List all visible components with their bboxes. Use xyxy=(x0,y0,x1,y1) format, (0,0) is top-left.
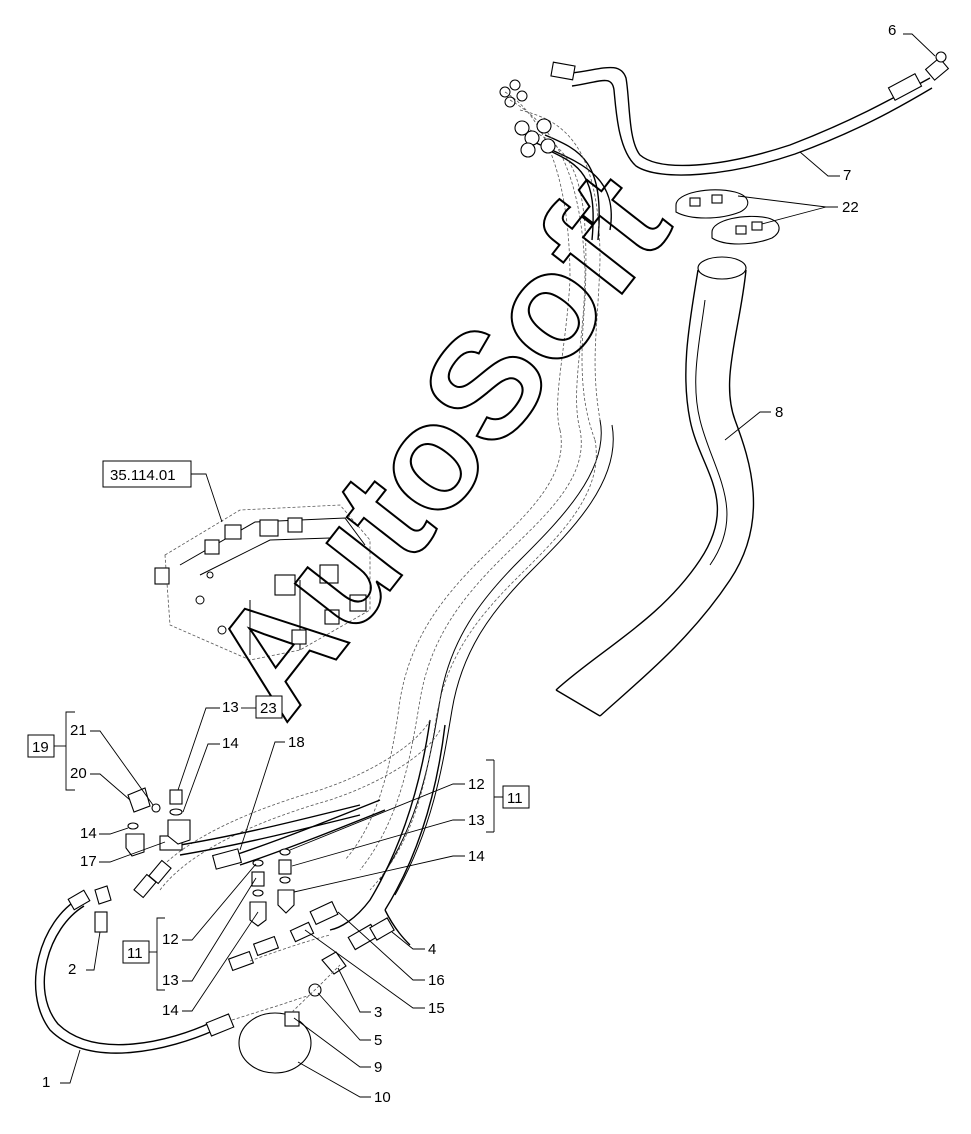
fitting-15-16 xyxy=(289,900,395,951)
ref-box-11-left: 11 xyxy=(122,917,165,991)
callout-21: 21 xyxy=(70,722,87,739)
callout-14-right: 14 xyxy=(468,848,485,865)
watermark-text: AutoSoft xyxy=(178,142,700,744)
control-valve-block xyxy=(154,504,371,661)
callout-14-left: 14 xyxy=(162,1002,179,1019)
callout-5: 5 xyxy=(374,1032,382,1049)
callout-17: 17 xyxy=(80,853,97,870)
callout-13-right: 13 xyxy=(468,812,485,829)
callout-15: 15 xyxy=(428,1000,445,1017)
ref-box-23-label: 23 xyxy=(260,700,277,717)
callout-1: 1 xyxy=(42,1074,50,1091)
fitting-stack-left xyxy=(249,859,267,927)
ref-box-11-right: 11 xyxy=(486,759,530,833)
ref-box-11-left-label: 11 xyxy=(127,945,143,962)
fitting-20-21 xyxy=(125,787,161,857)
callout-14-top: 14 xyxy=(222,735,239,752)
ref-box-35-114-01: 35.114.01 xyxy=(102,460,223,523)
callout-10: 10 xyxy=(374,1089,391,1106)
ref-box-11-right-label: 11 xyxy=(507,790,523,807)
callout-4: 4 xyxy=(428,941,436,958)
ref-box-35-114-01-label: 35.114.01 xyxy=(110,467,176,484)
main-hose-bundle xyxy=(329,419,614,946)
callout-12-right: 12 xyxy=(468,776,485,793)
callout-18: 18 xyxy=(288,734,305,751)
upper-hose-bundle xyxy=(499,79,612,441)
callout-7: 7 xyxy=(843,167,851,184)
ref-box-19: 19 xyxy=(27,711,75,791)
ref-box-23: 23 xyxy=(255,695,283,719)
callout-12-left: 12 xyxy=(162,931,179,948)
callout-2: 2 xyxy=(68,961,76,978)
callout-6: 6 xyxy=(888,22,896,39)
ref-box-19-label: 19 xyxy=(32,739,49,756)
accumulator-10 xyxy=(238,964,341,1074)
callout-20: 20 xyxy=(70,765,87,782)
callout-22: 22 xyxy=(842,199,859,216)
callout-13-top: 13 xyxy=(222,699,239,716)
callout-16: 16 xyxy=(428,972,445,989)
callout-13-left: 13 xyxy=(162,972,179,989)
callout-9: 9 xyxy=(374,1059,382,1076)
lower-hoses xyxy=(133,719,441,972)
callout-8: 8 xyxy=(775,404,783,421)
hose-7 xyxy=(550,61,933,176)
hose-1 xyxy=(34,885,311,1054)
duct-8 xyxy=(555,256,755,717)
fitting-stack-top xyxy=(167,789,191,845)
fitting-3 xyxy=(321,951,347,975)
fitting-6 xyxy=(924,51,950,81)
clamp-22 xyxy=(675,189,780,245)
callouts: 6 7 22 8 13 14 18 21 20 14 17 12 13 14 1… xyxy=(42,22,936,1106)
fitting-stack-right xyxy=(277,848,295,914)
callout-3: 3 xyxy=(374,1004,382,1021)
callout-14-mid: 14 xyxy=(80,825,97,842)
